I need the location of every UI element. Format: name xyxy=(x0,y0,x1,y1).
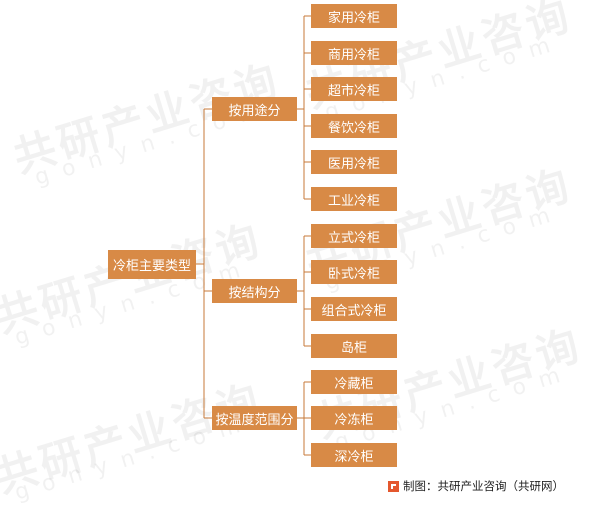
leaf-node: 超市冷柜 xyxy=(311,77,397,101)
group-node-usage: 按用途分 xyxy=(212,97,297,121)
group-node-temperature: 按温度范围分 xyxy=(212,406,297,430)
leaf-node: 深冷柜 xyxy=(311,443,397,467)
leaf-node: 组合式冷柜 xyxy=(311,297,397,321)
brand-logo-icon xyxy=(388,480,399,492)
source-text: 制图：共研产业咨询（共研网） xyxy=(403,479,564,493)
leaf-node: 餐饮冷柜 xyxy=(311,114,397,138)
leaf-node: 商用冷柜 xyxy=(311,41,397,65)
connector-lines xyxy=(196,15,311,456)
leaf-node: 医用冷柜 xyxy=(311,150,397,174)
leaf-node: 工业冷柜 xyxy=(311,187,397,211)
leaf-node: 家用冷柜 xyxy=(311,4,397,28)
leaf-node: 卧式冷柜 xyxy=(311,260,397,284)
leaf-node: 冷冻柜 xyxy=(311,406,397,430)
leaf-node: 立式冷柜 xyxy=(311,224,397,248)
group-node-structure: 按结构分 xyxy=(212,279,297,303)
leaf-node: 冷藏柜 xyxy=(311,370,397,394)
root-node: 冷柜主要类型 xyxy=(108,250,196,279)
leaf-node: 岛柜 xyxy=(311,334,397,358)
source-footer: 制图：共研产业咨询（共研网） xyxy=(388,478,564,494)
